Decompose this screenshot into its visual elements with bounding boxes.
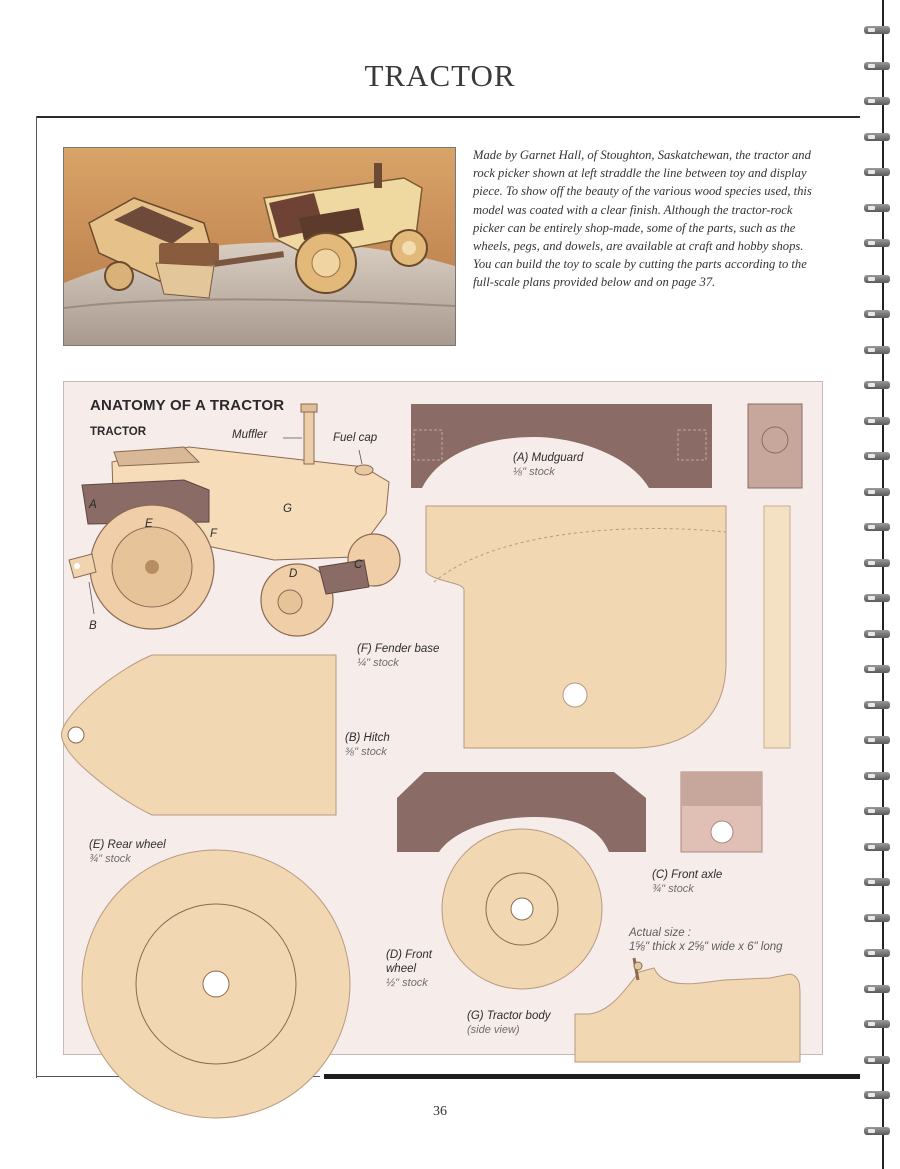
binding-ring — [864, 878, 890, 886]
callout-c: C — [354, 559, 363, 571]
callout-muffler: Muffler — [232, 429, 268, 441]
mudguard-stock: ⅛" stock — [513, 466, 555, 478]
actual-size-line2: 1⅝" thick x 2⅝" wide x 6" long — [629, 941, 783, 953]
front-wheel-name-line2: wheel — [386, 963, 417, 975]
hitch-stock: ⅜" stock — [345, 746, 387, 758]
tractor-body-part-drawing — [574, 957, 801, 1063]
binding-ring — [864, 203, 890, 212]
tractor-body-name: (G) Tractor body — [467, 1010, 551, 1022]
anatomy-plan-panel: ANATOMY OF A TRACTOR TRACTOR Muffler Fue… — [61, 381, 823, 1119]
front-wheel-part-drawing — [441, 828, 603, 990]
label-front-wheel: (D) Front wheel ½" stock — [386, 948, 432, 990]
binding-ring — [864, 700, 890, 709]
binding-ring — [864, 984, 890, 993]
label-rear-wheel: (E) Rear wheel ¾" stock — [89, 838, 166, 866]
actual-size-line1: Actual size : — [629, 927, 691, 939]
binding-ring — [864, 736, 890, 744]
binding-ring — [864, 665, 890, 673]
page-title: TRACTOR — [364, 58, 516, 93]
binding-ring — [864, 523, 890, 531]
intro-paragraph: Made by Garnet Hall, of Stoughton, Saska… — [473, 148, 812, 290]
binding-ring — [864, 594, 890, 602]
mudguard-name: (A) Mudguard — [513, 452, 584, 464]
binding-ring — [864, 771, 890, 780]
hitch-name: (B) Hitch — [345, 732, 390, 744]
fender-base-part-drawing — [425, 505, 791, 749]
binding-ring — [864, 239, 890, 247]
binding-ring — [864, 842, 890, 851]
binding-ring — [864, 416, 890, 425]
binding-ring — [864, 1126, 890, 1135]
label-tractor-body: (G) Tractor body (side view) — [467, 1009, 551, 1037]
rear-wheel-name: (E) Rear wheel — [89, 839, 166, 851]
label-mudguard: (A) Mudguard ⅛" stock — [513, 451, 583, 479]
callout-a: A — [89, 499, 97, 511]
binding-ring — [864, 913, 890, 922]
binding-ring — [864, 949, 890, 957]
binding-ring — [864, 274, 890, 283]
frame-rule-bottom-thick — [324, 1074, 860, 1079]
callout-f: F — [210, 528, 218, 540]
fender-base-name: (F) Fender base — [357, 643, 440, 655]
binding-ring — [864, 558, 890, 567]
callout-e: E — [145, 518, 153, 530]
binding-ring — [864, 1055, 890, 1064]
callout-d: D — [289, 568, 298, 580]
plan-drawings — [61, 403, 803, 1119]
page-number: 36 — [433, 1104, 447, 1119]
plan-heading: ANATOMY OF A TRACTOR — [90, 397, 285, 414]
binding-ring — [864, 629, 890, 638]
binding-ring — [864, 61, 890, 70]
rear-wheel-part-drawing — [81, 849, 351, 1119]
label-front-axle: (C) Front axle ¾" stock — [652, 868, 722, 896]
binding-ring — [864, 452, 890, 460]
plan-subheading: TRACTOR — [90, 426, 147, 438]
binding-ring — [864, 807, 890, 815]
binding-ring — [864, 310, 890, 318]
rear-wheel-stock: ¾" stock — [89, 853, 131, 865]
binding-ring — [864, 132, 890, 141]
tractor-illustration — [68, 403, 401, 637]
binding-ring — [864, 381, 890, 389]
front-wheel-name-line1: (D) Front — [386, 949, 432, 961]
mudguard-part-drawing — [411, 403, 803, 489]
frame-rule-left — [36, 116, 37, 1078]
callout-fuel-cap: Fuel cap — [333, 432, 378, 444]
binding-spine — [882, 0, 884, 1169]
front-axle-name: (C) Front axle — [652, 869, 723, 881]
binding-ring — [864, 487, 890, 496]
binding-ring — [864, 97, 890, 105]
hitch-part-drawing — [61, 654, 337, 816]
binding-ring — [864, 168, 890, 176]
spiral-binding — [858, 0, 900, 1169]
binding-ring — [864, 1020, 890, 1028]
fender-base-stock: ¼" stock — [357, 657, 399, 669]
front-axle-stock: ¾" stock — [652, 883, 694, 895]
label-fender-base: (F) Fender base ¼" stock — [357, 642, 439, 670]
binding-ring — [864, 345, 890, 354]
tractor-body-note: (side view) — [467, 1024, 520, 1036]
binding-ring — [864, 1091, 890, 1099]
label-hitch: (B) Hitch ⅜" stock — [345, 731, 390, 759]
binding-ring — [864, 26, 890, 34]
front-wheel-stock: ½" stock — [386, 977, 428, 989]
tractor-photo — [63, 147, 456, 346]
callout-b: B — [89, 620, 97, 632]
frame-rule-top — [36, 116, 860, 118]
label-actual-size: Actual size : 1⅝" thick x 2⅝" wide x 6" … — [629, 926, 783, 954]
front-axle-part-drawing — [397, 771, 763, 853]
callout-g: G — [283, 503, 292, 515]
